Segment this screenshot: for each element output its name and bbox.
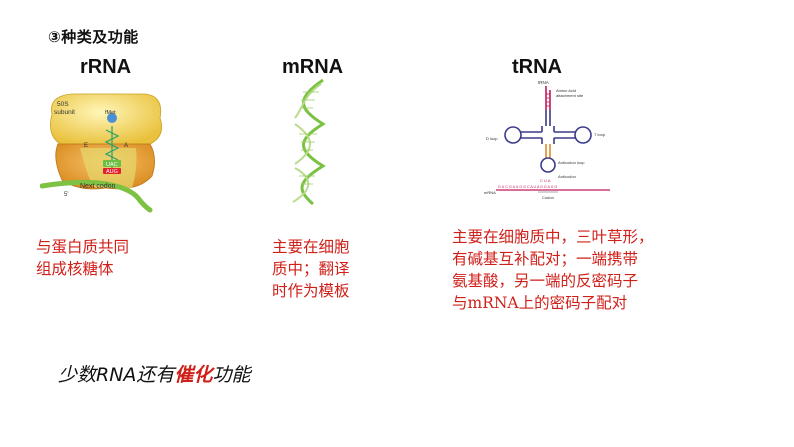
- next-codon-label: Next codon: [80, 183, 116, 190]
- fmet-label: fMet: [105, 110, 116, 116]
- rrna-title: rRNA: [80, 56, 132, 78]
- mrna-desc-line: 时作为模板: [272, 282, 350, 300]
- subunit-word: subunit: [54, 109, 75, 116]
- anticodon-label-trna: Anticodon: [558, 174, 576, 179]
- mrna-bases: G U C G A U G G C A U A G G A G G: [498, 185, 558, 189]
- attach-label: attachment site: [556, 93, 584, 98]
- codon-label: AUG: [106, 169, 118, 175]
- rrna-description: 与蛋白质共同 组成核糖体: [36, 236, 129, 280]
- anticodon-label: UAC: [106, 162, 118, 168]
- tloop-label: T loop: [594, 132, 606, 137]
- trna-desc-line: 主要在细胞质中，三叶草形，: [452, 228, 654, 246]
- mrna-description: 主要在细胞 质中；翻译 时作为模板: [272, 236, 350, 302]
- note-part2: 功能: [212, 364, 251, 386]
- rrna-desc-line: 与蛋白质共同: [36, 238, 130, 256]
- ribosome-illustration: 50S subunit fMet E A UAC AUG 5' Next cod…: [40, 93, 163, 213]
- trna-desc-line: 有碱基互补配对；一端携带: [452, 250, 639, 268]
- trna-description: 主要在细胞质中，三叶草形， 有碱基互补配对；一端携带 氨基酸，另一端的反密码子 …: [452, 226, 732, 314]
- codon-small-label: Codon: [542, 195, 554, 200]
- mrna-desc-line: 质中；翻译: [272, 260, 350, 278]
- mrna-title: mRNA: [282, 56, 344, 78]
- e-site-label: E: [84, 143, 88, 149]
- trna-desc-line: 与mRNA上的密码子配对: [452, 294, 628, 312]
- dloop-label: D loop: [486, 136, 498, 141]
- note-part1: 少数RNA还有: [58, 364, 175, 386]
- catalysis-note: 少数RNA还有催化功能: [58, 360, 250, 387]
- a-site-label: A: [124, 143, 128, 149]
- section-heading: ③种类及功能: [48, 28, 139, 46]
- trna-small-label: tRNA: [538, 80, 549, 85]
- mrna-helix-illustration: [292, 78, 326, 206]
- mrna-desc-line: 主要在细胞: [272, 238, 350, 256]
- mrna-small-label: mRNA: [484, 190, 496, 195]
- trna-title: tRNA: [512, 56, 562, 78]
- subunit-label: 50S: [57, 101, 69, 108]
- note-highlight: 催化: [174, 364, 213, 386]
- rrna-desc-line: 组成核糖体: [36, 260, 114, 278]
- anticodon-loop-label: Anticodon loop: [558, 160, 585, 165]
- amino-label: Amino Acid: [556, 88, 576, 93]
- trna-illustration: tRNA Amino Acid attachment site D loop T…: [484, 80, 610, 200]
- five-prime-label: 5': [64, 192, 68, 198]
- trna-desc-line: 氨基酸，另一端的反密码子: [452, 272, 639, 290]
- anticodon-bases: C U A: [540, 178, 551, 183]
